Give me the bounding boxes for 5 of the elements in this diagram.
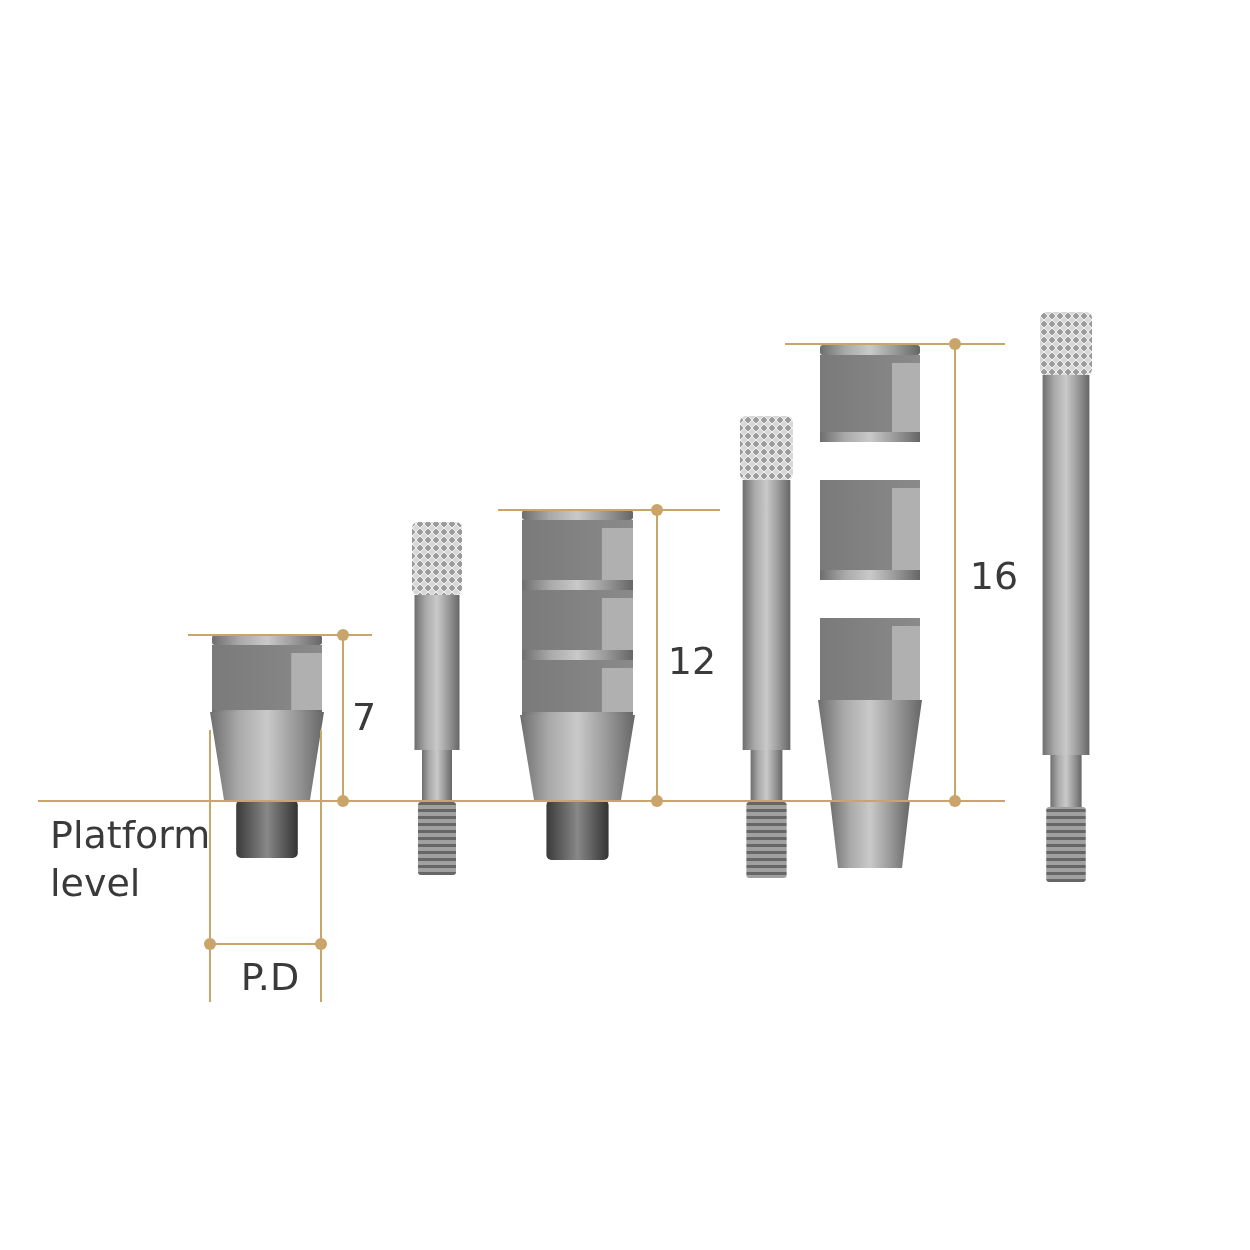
platform-level-label: Platform level <box>50 812 212 907</box>
dimension-value: 7 <box>351 694 377 742</box>
dimension-value: P.D <box>240 954 300 1002</box>
dimension-value: 12 <box>667 638 717 686</box>
dimension-value: 16 <box>969 553 1019 601</box>
